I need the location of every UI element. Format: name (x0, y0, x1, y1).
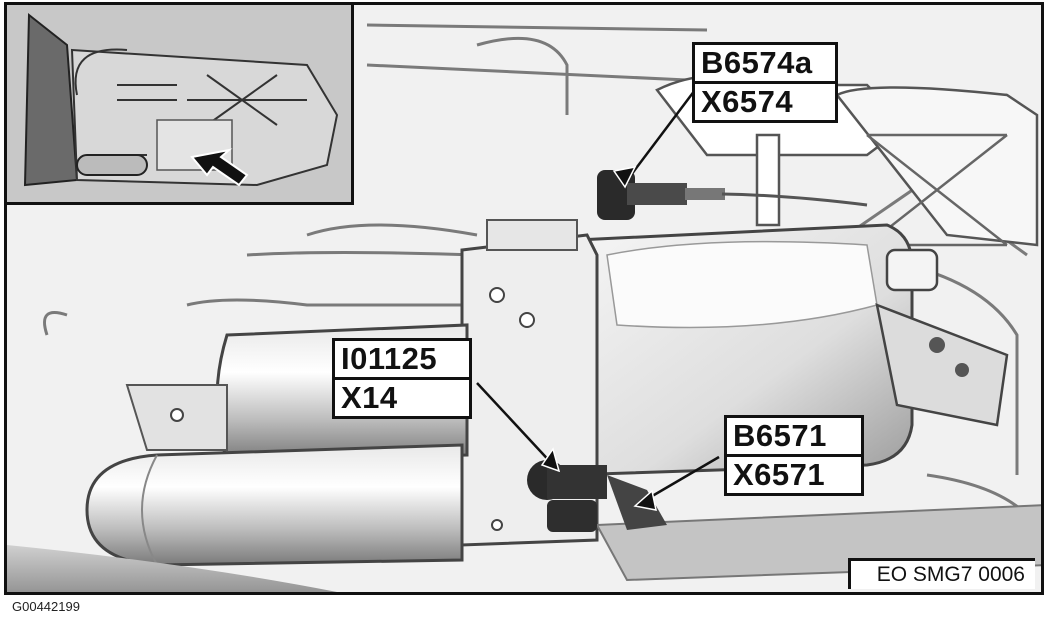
figure-id: G00442199 (12, 599, 80, 614)
callout-component-label: B6574a (701, 45, 813, 80)
locator-arrow-icon (190, 148, 249, 187)
callout-component-label: I01125 (341, 341, 438, 376)
sensor-b6574a (597, 170, 868, 220)
callout-i01125: I01125 X14 (332, 338, 472, 419)
callout-b6574a: B6574a X6574 (692, 42, 838, 123)
callout-component-label: B6571 (733, 418, 827, 453)
callout-connector-label: X6571 (727, 454, 861, 493)
callout-b6571: B6571 X6571 (724, 415, 864, 496)
callout-connector-label: X14 (335, 377, 469, 416)
callout-connector-label: X6574 (695, 81, 835, 120)
transmission-overview-illustration (7, 5, 351, 202)
reference-code: EO SMG7 0006 (847, 558, 1035, 589)
locator-inset (4, 2, 354, 205)
